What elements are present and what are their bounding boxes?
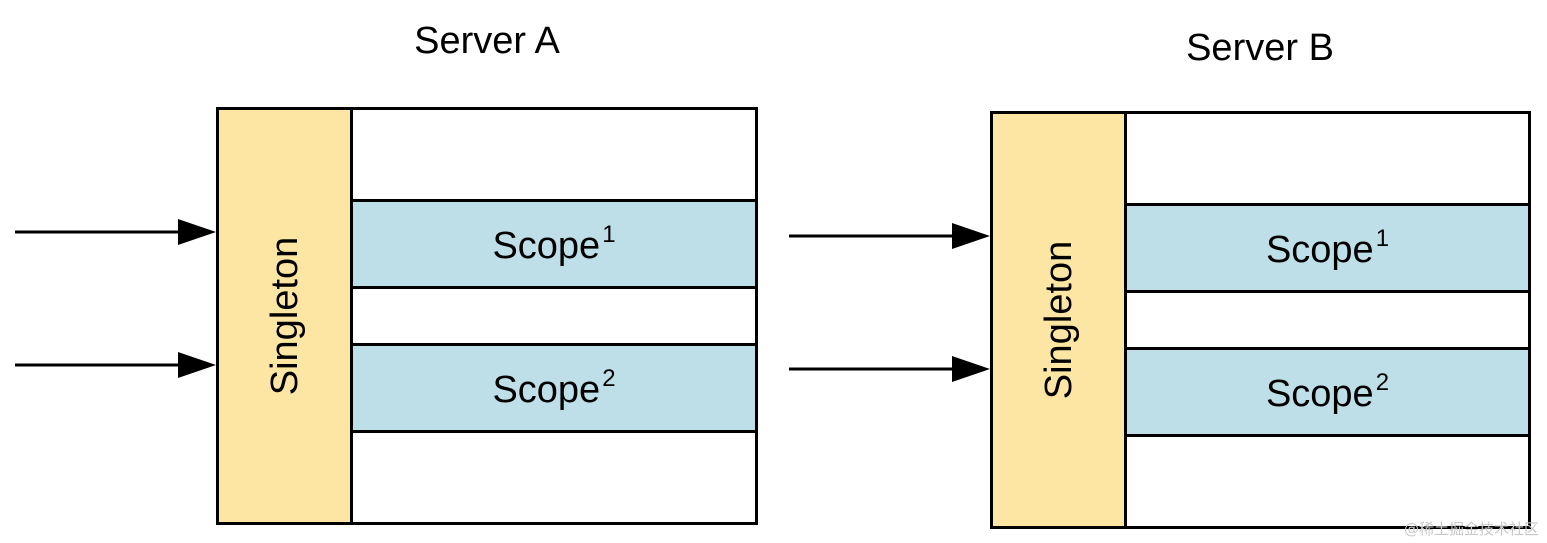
- server-a-title: Server A: [414, 20, 560, 62]
- server-a-singleton: Singleton: [219, 110, 353, 522]
- server-b-arrow-2: [789, 356, 990, 382]
- server-b-scope-1: Scope1: [1127, 203, 1528, 293]
- watermark: @稀土掘金技术社区: [1403, 520, 1539, 538]
- server-a-scope-2-label: Scope2: [492, 365, 616, 411]
- server-b-title: Server B: [1186, 27, 1334, 69]
- server-b-scope-1-sup: 1: [1375, 225, 1390, 252]
- server-a-scope-2: Scope2: [353, 343, 755, 433]
- server-b-singleton: Singleton: [993, 114, 1127, 526]
- server-b-scope-1-label: Scope1: [1265, 225, 1390, 271]
- server-b-scope-2-label: Scope2: [1265, 369, 1390, 415]
- server-b-box: Singleton Scope1 Scope2: [990, 111, 1531, 529]
- server-a-arrow-1: [15, 219, 216, 245]
- server-b-scope-2-sup: 2: [1375, 369, 1390, 396]
- server-a-arrow-2: [15, 352, 216, 378]
- server-a-box: Singleton Scope1 Scope2: [216, 107, 758, 525]
- server-b-arrow-1: [789, 223, 990, 249]
- server-a-scope-2-sup: 2: [602, 365, 616, 392]
- server-b-scope-2: Scope2: [1127, 347, 1528, 437]
- server-a-scope-1-label: Scope1: [492, 221, 616, 267]
- server-a-scope-1: Scope1: [353, 199, 755, 289]
- server-a-scope-1-sup: 1: [602, 221, 616, 248]
